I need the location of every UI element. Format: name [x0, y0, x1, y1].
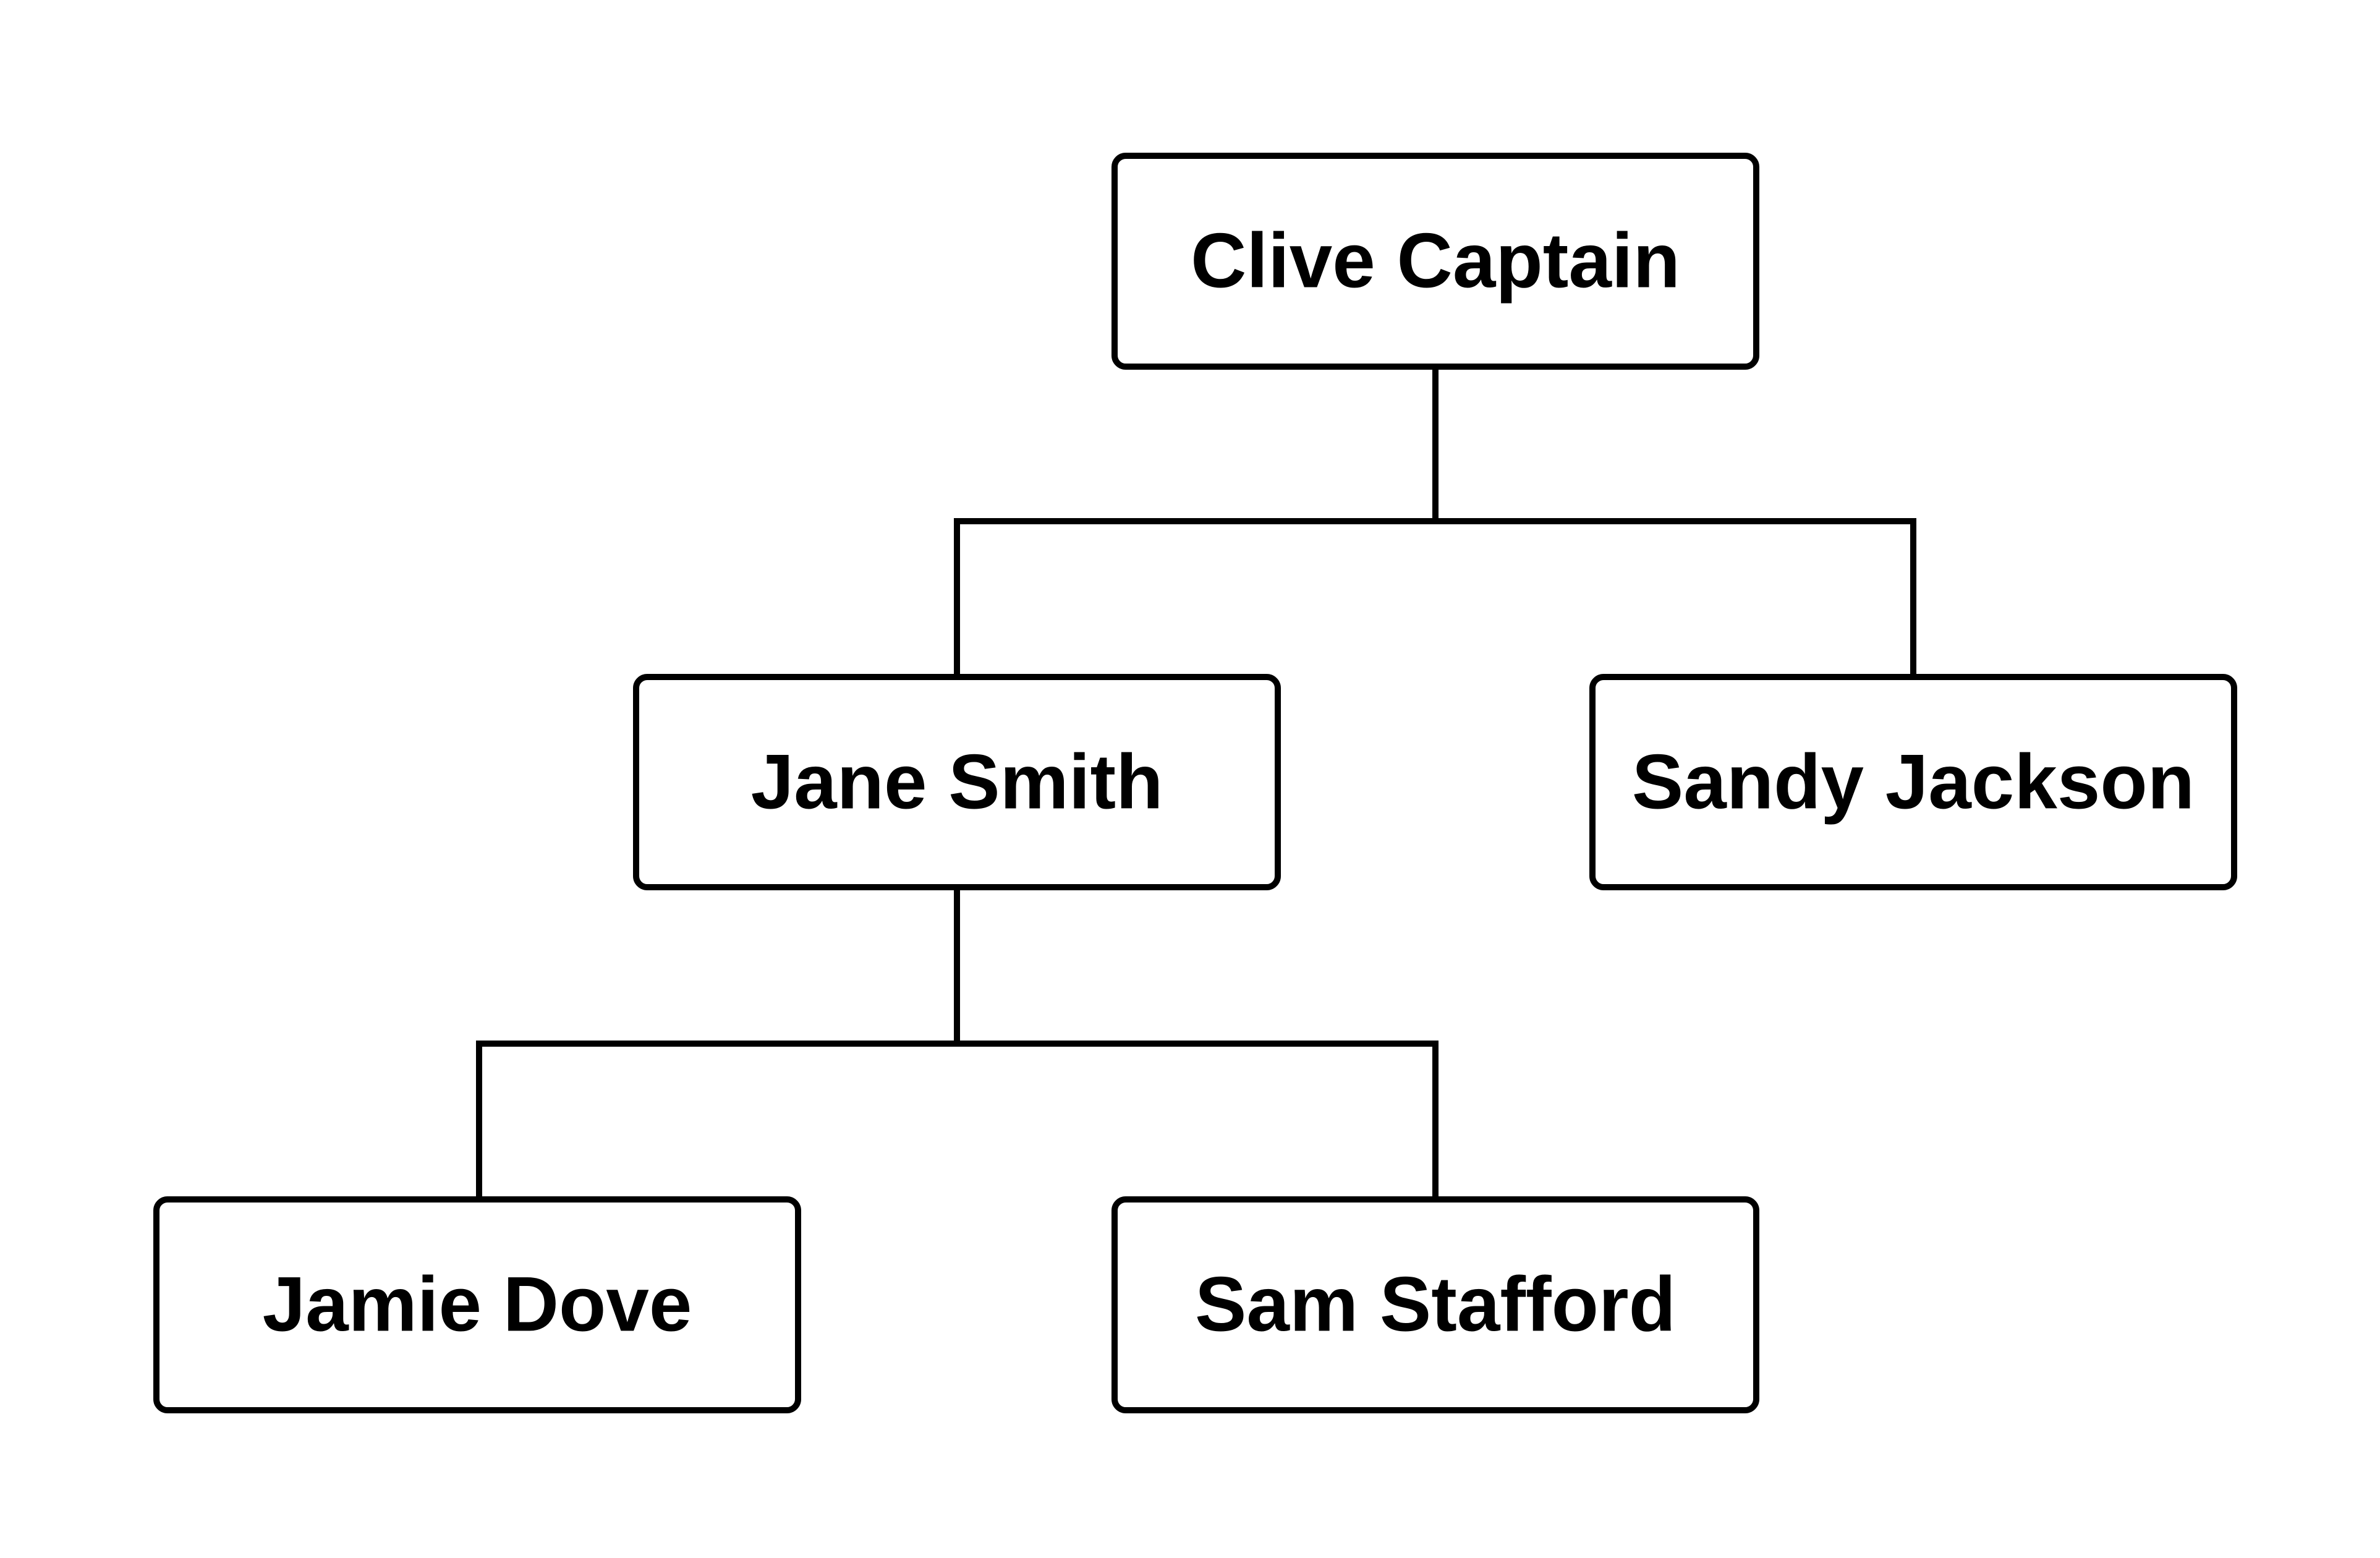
- node-label-jamie-dove: Jamie Dove: [263, 1262, 692, 1348]
- node-label-jane-smith: Jane Smith: [751, 739, 1163, 825]
- node-box-jane-smith: [633, 674, 1281, 890]
- node-sandy-jackson[interactable]: Sandy Jackson: [1589, 674, 2237, 890]
- node-jane-smith[interactable]: Jane Smith: [633, 674, 1281, 890]
- node-box-clive-captain: [1111, 153, 1759, 370]
- node-label-sam-stafford: Sam Stafford: [1195, 1262, 1676, 1348]
- connector-jane-to-children: [476, 887, 1439, 1199]
- connector-clive-to-children: [954, 367, 1916, 677]
- node-label-clive-captain: Clive Captain: [1191, 218, 1680, 304]
- node-sam-stafford[interactable]: Sam Stafford: [1111, 1196, 1759, 1413]
- node-jamie-dove[interactable]: Jamie Dove: [153, 1196, 801, 1413]
- node-box-sam-stafford: [1111, 1196, 1759, 1413]
- node-clive-captain[interactable]: Clive Captain: [1111, 153, 1759, 370]
- node-label-sandy-jackson: Sandy Jackson: [1632, 739, 2195, 825]
- node-box-jamie-dove: [153, 1196, 801, 1413]
- node-box-sandy-jackson: [1589, 674, 2237, 890]
